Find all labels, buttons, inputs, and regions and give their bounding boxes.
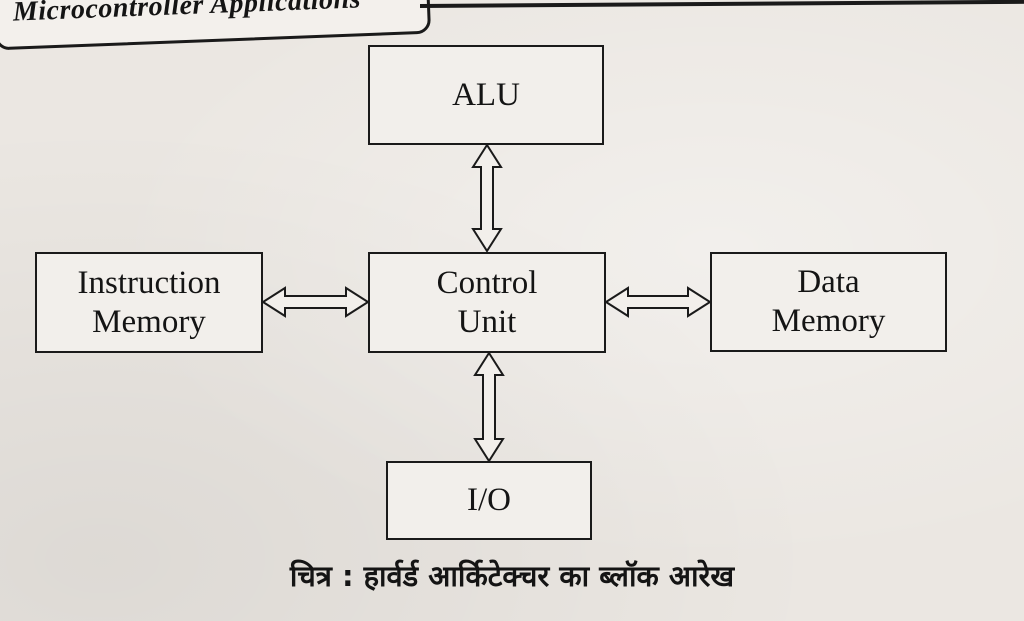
control-unit-block: Control Unit <box>368 252 606 353</box>
arrow-control-unit-to-data-memory <box>604 286 712 318</box>
io-block: I/O <box>386 461 592 540</box>
control-unit-label-line1: Control <box>436 264 538 301</box>
arrow-instruction-memory-to-control-unit <box>261 286 370 318</box>
data-memory-block: Data Memory <box>710 252 947 352</box>
instruction-memory-block: Instruction Memory <box>35 252 263 353</box>
control-unit-label-line2: Unit <box>457 303 517 340</box>
arrow-alu-to-control-unit <box>471 143 503 253</box>
instruction-memory-label-line2: Memory <box>92 303 206 340</box>
data-memory-label-line2: Memory <box>771 303 886 339</box>
alu-block: ALU <box>368 45 604 145</box>
alu-label: ALU <box>452 76 520 113</box>
arrow-control-unit-to-io <box>473 351 505 463</box>
figure-caption: चित्र : हार्वर्ड आर्किटेक्चर का ब्लॉक आर… <box>289 559 735 593</box>
data-memory-label-line1: Data <box>797 264 860 301</box>
io-label: I/O <box>467 482 511 519</box>
arrows-layer <box>261 143 712 463</box>
instruction-memory-label-line1: Instruction <box>77 264 221 301</box>
